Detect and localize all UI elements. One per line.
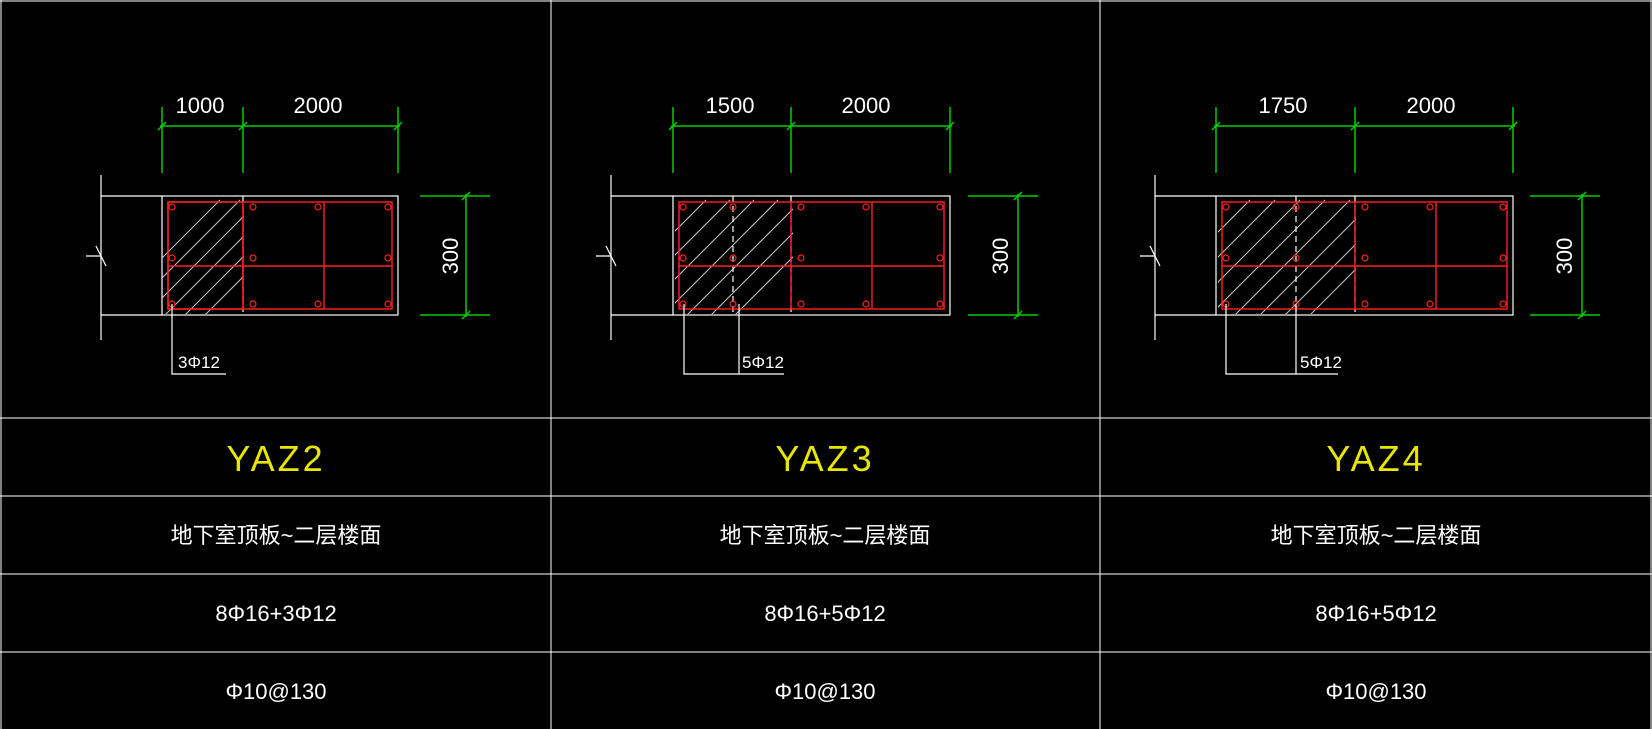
rebar-leader [683, 304, 784, 375]
rebar-label: 5Φ12 [742, 353, 784, 372]
dimension-lines [668, 107, 1038, 320]
hatch-area [1218, 199, 1356, 314]
dimension-right: 2000 [1407, 93, 1456, 118]
hatch-area [675, 199, 793, 314]
column-name: YAZ4 [1326, 438, 1425, 479]
dimension-height: 300 [438, 238, 463, 275]
stirrup-spec: Φ10@130 [225, 679, 326, 704]
dimension-height: 300 [988, 238, 1013, 275]
column-detail-yaz4: 1750 2000 300 [1140, 93, 1600, 704]
stirrup-spec: Φ10@130 [774, 679, 875, 704]
dimension-left: 1500 [706, 93, 755, 118]
column-name: YAZ3 [775, 438, 874, 479]
dimension-right: 2000 [842, 93, 891, 118]
longitudinal-rebar: 8Φ16+5Φ12 [1315, 601, 1436, 626]
rebar-bars [1222, 203, 1507, 308]
rebar-leader [171, 304, 226, 375]
column-outline [161, 195, 399, 316]
rebar-bars [679, 203, 944, 308]
longitudinal-rebar: 8Φ16+5Φ12 [764, 601, 885, 626]
column-outline [672, 195, 951, 316]
rebar-label: 5Φ12 [1300, 353, 1342, 372]
column-name: YAZ2 [226, 438, 325, 479]
dimension-lines [157, 107, 490, 320]
column-detail-yaz3: 1500 2000 300 [596, 93, 1038, 704]
dimension-left: 1000 [176, 93, 225, 118]
wall-break-symbol [86, 175, 162, 340]
dimension-lines [1211, 107, 1600, 320]
rebar-leader [1225, 304, 1338, 375]
dimension-left: 1750 [1259, 93, 1308, 118]
range-text: 地下室顶板~二层楼面 [171, 523, 382, 548]
column-outline [1215, 195, 1514, 316]
range-text: 地下室顶板~二层楼面 [1271, 523, 1482, 548]
dimension-height: 300 [1552, 238, 1577, 275]
rebar-cage [678, 201, 945, 310]
wall-break-symbol [596, 175, 673, 340]
range-text: 地下室顶板~二层楼面 [720, 523, 931, 548]
wall-break-symbol [1140, 175, 1216, 340]
rebar-cage [167, 201, 393, 310]
hatch-area [162, 199, 244, 314]
column-detail-yaz2: 1000 2000 300 [86, 93, 490, 704]
stirrup-spec: Φ10@130 [1325, 679, 1426, 704]
longitudinal-rebar: 8Φ16+3Φ12 [215, 601, 336, 626]
rebar-label: 3Φ12 [178, 353, 220, 372]
rebar-bars [168, 203, 392, 308]
rebar-cage [1221, 201, 1508, 310]
dimension-right: 2000 [294, 93, 343, 118]
